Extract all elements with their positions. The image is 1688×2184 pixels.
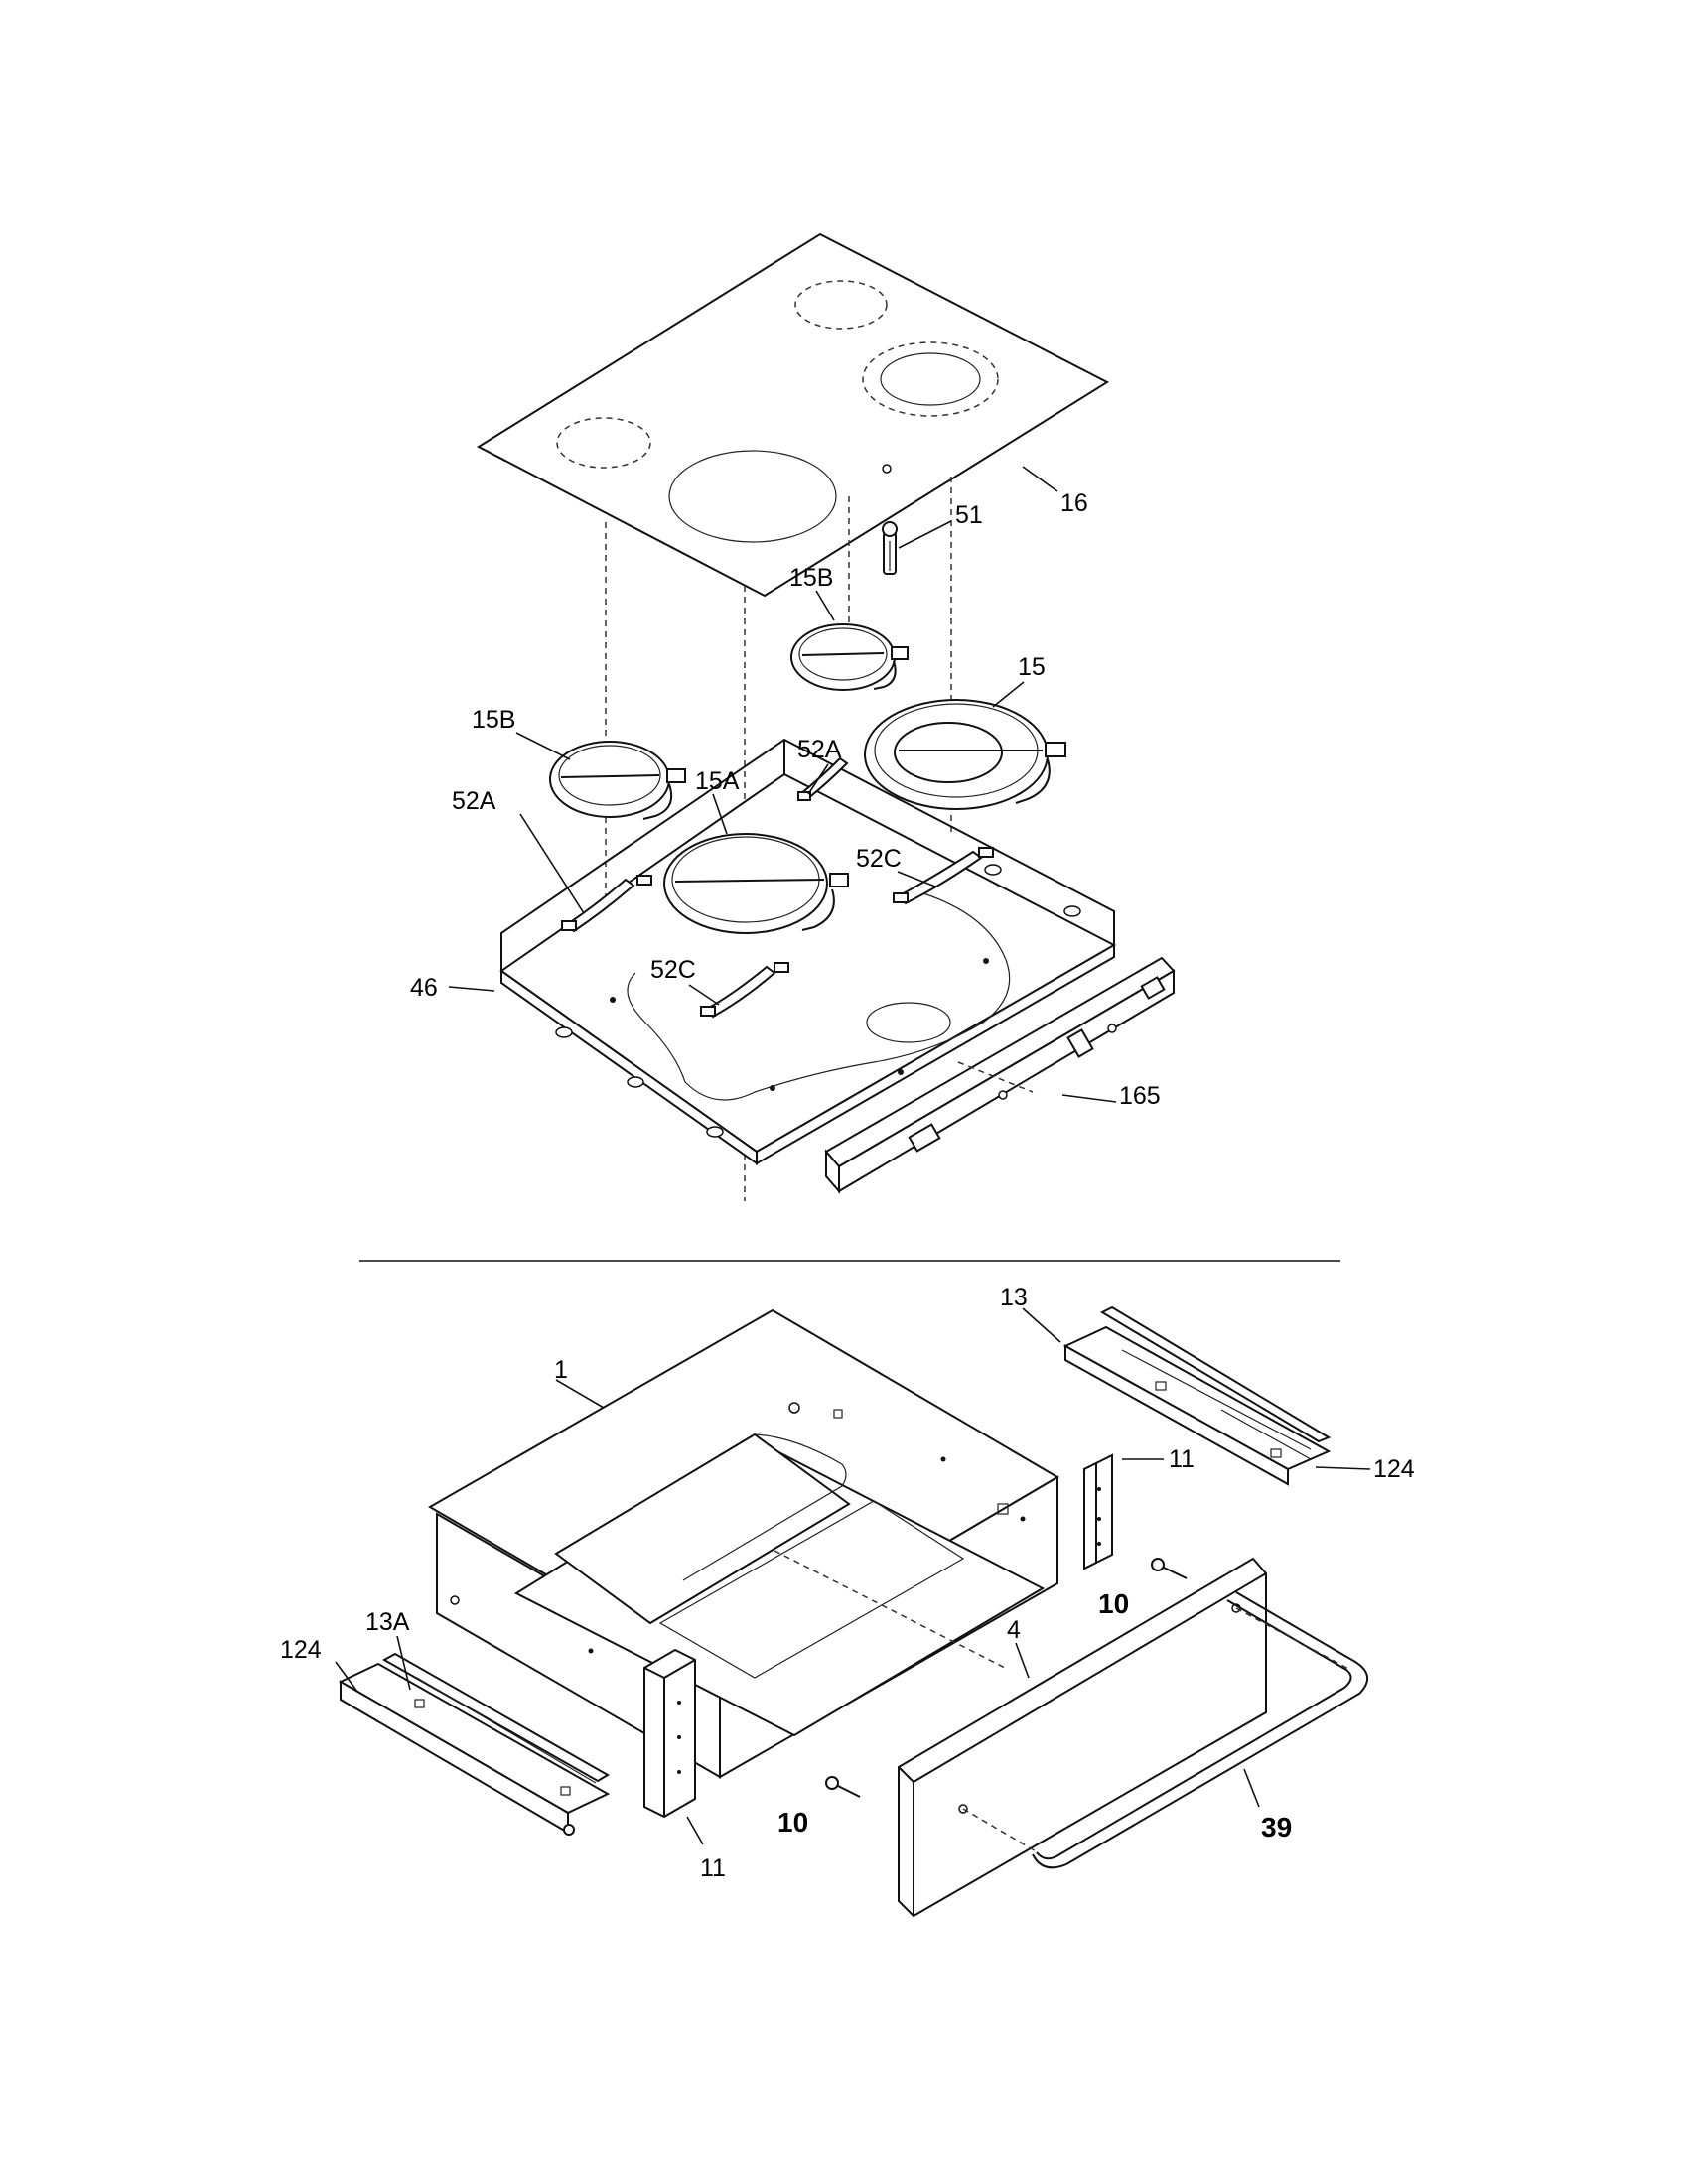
label-11-left: 11 bbox=[700, 1854, 726, 1882]
element-bracket-52C-left[interactable] bbox=[700, 962, 789, 1019]
label-52A-left: 52A bbox=[452, 787, 496, 815]
label-39: 39 bbox=[1261, 1812, 1292, 1843]
label-52C-left: 52C bbox=[650, 956, 696, 984]
radiant-element-dual-large[interactable] bbox=[864, 699, 1066, 810]
leader-lines bbox=[335, 466, 1371, 1845]
limiter-sensor[interactable] bbox=[882, 521, 898, 575]
label-165: 165 bbox=[1119, 1082, 1161, 1110]
label-15B-left: 15B bbox=[472, 706, 515, 734]
label-13A: 13A bbox=[365, 1608, 410, 1636]
screw-left[interactable] bbox=[825, 1776, 861, 1798]
drawer-bracket-right[interactable] bbox=[1083, 1453, 1113, 1570]
label-16: 16 bbox=[1060, 489, 1088, 517]
label-46: 46 bbox=[410, 974, 438, 1002]
drawer-slide-right[interactable] bbox=[1062, 1305, 1332, 1486]
label-1: 1 bbox=[554, 1356, 568, 1384]
label-124-right: 124 bbox=[1373, 1455, 1415, 1483]
label-15A: 15A bbox=[695, 767, 740, 795]
label-11-right: 11 bbox=[1169, 1445, 1195, 1473]
glass-cooktop[interactable] bbox=[476, 232, 1110, 598]
label-15B-top: 15B bbox=[789, 564, 833, 592]
label-13: 13 bbox=[1000, 1284, 1028, 1311]
drawer-handle[interactable] bbox=[962, 1591, 1368, 1869]
radiant-element-large-front[interactable] bbox=[663, 833, 849, 934]
label-52A-mid: 52A bbox=[797, 736, 842, 763]
cooktop-assembly bbox=[476, 232, 1176, 1201]
label-52C-right: 52C bbox=[856, 845, 902, 873]
label-4: 4 bbox=[1007, 1616, 1021, 1644]
rear-trim-panel[interactable] bbox=[824, 956, 1176, 1194]
radiant-element-small-front[interactable] bbox=[549, 741, 686, 820]
drawer-body[interactable] bbox=[428, 1308, 1059, 1779]
element-bracket-52A-left[interactable] bbox=[561, 875, 652, 933]
screw-right[interactable] bbox=[1151, 1558, 1188, 1579]
label-15: 15 bbox=[1018, 653, 1046, 681]
element-bracket-52C-right[interactable] bbox=[893, 847, 994, 905]
drawer-assembly bbox=[338, 1305, 1368, 1918]
part-labels: 16 51 15B 15 15B 52A 15A 52A 52C 52C 46 … bbox=[280, 489, 1415, 1882]
label-51: 51 bbox=[955, 501, 983, 529]
label-10-left: 10 bbox=[777, 1807, 808, 1838]
drawer-slide-left[interactable] bbox=[338, 1652, 611, 1836]
label-10-right: 10 bbox=[1098, 1588, 1129, 1619]
drawer-front-panel[interactable] bbox=[898, 1557, 1267, 1918]
label-124-left: 124 bbox=[280, 1636, 322, 1664]
drawer-bracket-left[interactable] bbox=[643, 1648, 696, 1819]
radiant-element-small-rear[interactable] bbox=[790, 623, 909, 691]
